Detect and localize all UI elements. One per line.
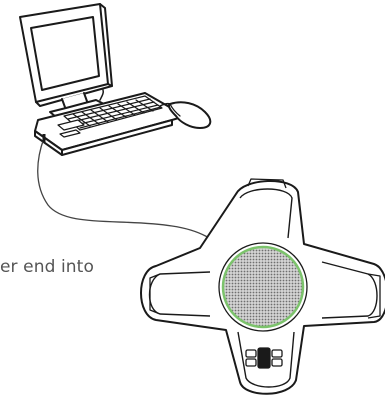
speaker-grille [223, 247, 303, 327]
instruction-text-fragment: er end into [0, 257, 94, 277]
desktop-computer-icon [20, 4, 210, 155]
monitor-icon [20, 4, 112, 117]
conference-speakerphone-icon [141, 179, 385, 394]
usb-cable [38, 138, 230, 255]
keyboard-icon [35, 90, 185, 155]
